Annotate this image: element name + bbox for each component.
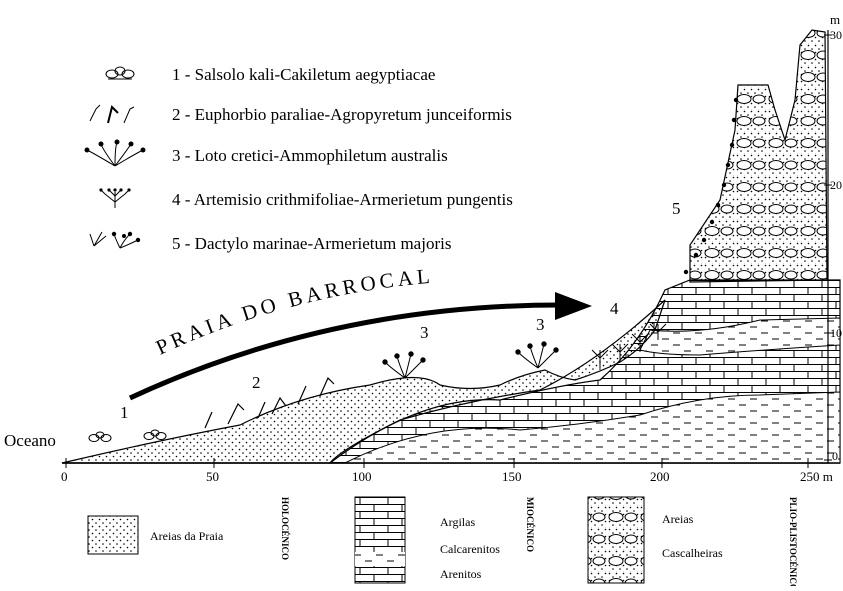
- y-unit: m: [830, 12, 840, 27]
- holocene-label: HOLOCÉNICO: [280, 497, 290, 560]
- zone-label-2: 2: [252, 373, 261, 392]
- miocene-item-2: Calcarenitos: [440, 542, 500, 556]
- agropyron-plant-icon: [204, 376, 335, 429]
- y-tick-0: 0: [832, 449, 838, 463]
- arrow-head-icon: [555, 292, 592, 320]
- x-tick-200: 200: [650, 469, 670, 484]
- profile-vegetation: [88, 97, 739, 442]
- ammophila-plant-icon: [515, 341, 559, 369]
- legend-item-3: 3 - Loto cretici-Ammophiletum australis: [172, 146, 448, 165]
- legend-item-5: 5 - Dactylo marinae-Armerietum majoris: [172, 234, 451, 253]
- armeria-plant-icon: [683, 97, 739, 275]
- cakile-plant-icon: [105, 66, 135, 80]
- ammophila-plant-icon: [84, 139, 146, 167]
- cross-section: [61, 29, 841, 464]
- site-title: PRAIA DO BARROCAL: [152, 264, 434, 360]
- beach-sands: [61, 299, 666, 464]
- zone-label-3a: 3: [420, 323, 429, 342]
- geology-legend: Areias da Praia HOLOCÉNICO Argilas Calca…: [87, 496, 798, 591]
- x-tick-50: 50: [206, 469, 219, 484]
- miocene-item-1: Argilas: [440, 515, 475, 529]
- cakile-plant-icon: [88, 431, 112, 442]
- zone-label-4: 4: [610, 299, 619, 318]
- clay-band: [344, 391, 841, 464]
- zone-label-5: 5: [672, 199, 681, 218]
- zone-labels: 1 2 3 3 4 5: [120, 199, 681, 422]
- x-tick-150: 150: [502, 469, 522, 484]
- agropyron-plant-icon: [89, 104, 135, 124]
- association-legend: 1 - Salsolo kali-Cakiletum aegyptiacae 2…: [84, 65, 513, 253]
- zone-label-3b: 3: [536, 315, 545, 334]
- x-tick-100: 100: [352, 469, 372, 484]
- legend-item-2: 2 - Euphorbio paraliae-Agropyretum junce…: [172, 105, 512, 124]
- plio-pleistocene-cliff: [689, 29, 828, 283]
- ocean-label: Oceano: [4, 431, 56, 450]
- sand-label: Areias da Praia: [150, 529, 224, 543]
- y-tick-10: 10: [830, 326, 842, 340]
- artemisia-plant-icon: [99, 188, 131, 208]
- plio-swatch: [587, 496, 645, 584]
- y-axis: m 30 20 10 0: [824, 12, 842, 463]
- x-tick-0: 0: [61, 469, 68, 484]
- miocene-swatch: [354, 496, 406, 584]
- legend-item-4: 4 - Artemisio crithmifoliae-Armerietum p…: [172, 190, 513, 209]
- y-tick-20: 20: [830, 178, 842, 192]
- sand-swatch: [87, 515, 139, 555]
- artemisia-plant-icon: [591, 323, 667, 368]
- miocene-label: MIOCÉNICO: [525, 497, 535, 552]
- plio-item-1: Areias: [662, 512, 694, 526]
- zone-label-1: 1: [120, 403, 129, 422]
- profile-arrow: [128, 302, 561, 401]
- x-tick-250: 250 m: [800, 469, 833, 484]
- plio-label: PLIO-PLISTOCÉNICO: [788, 497, 798, 586]
- clay-band-upper: [639, 317, 841, 356]
- cakile-plant-icon: [143, 429, 167, 440]
- ammophila-plant-icon: [382, 351, 426, 379]
- plio-item-2: Cascalheiras: [662, 546, 723, 560]
- armeria-plant-icon: [89, 231, 141, 249]
- miocene-item-3: Arenitos: [440, 567, 482, 581]
- x-axis: 0 50 100 150 200 250 m: [61, 458, 833, 484]
- legend-item-1: 1 - Salsolo kali-Cakiletum aegyptiacae: [172, 65, 435, 84]
- y-tick-30: 30: [830, 28, 842, 42]
